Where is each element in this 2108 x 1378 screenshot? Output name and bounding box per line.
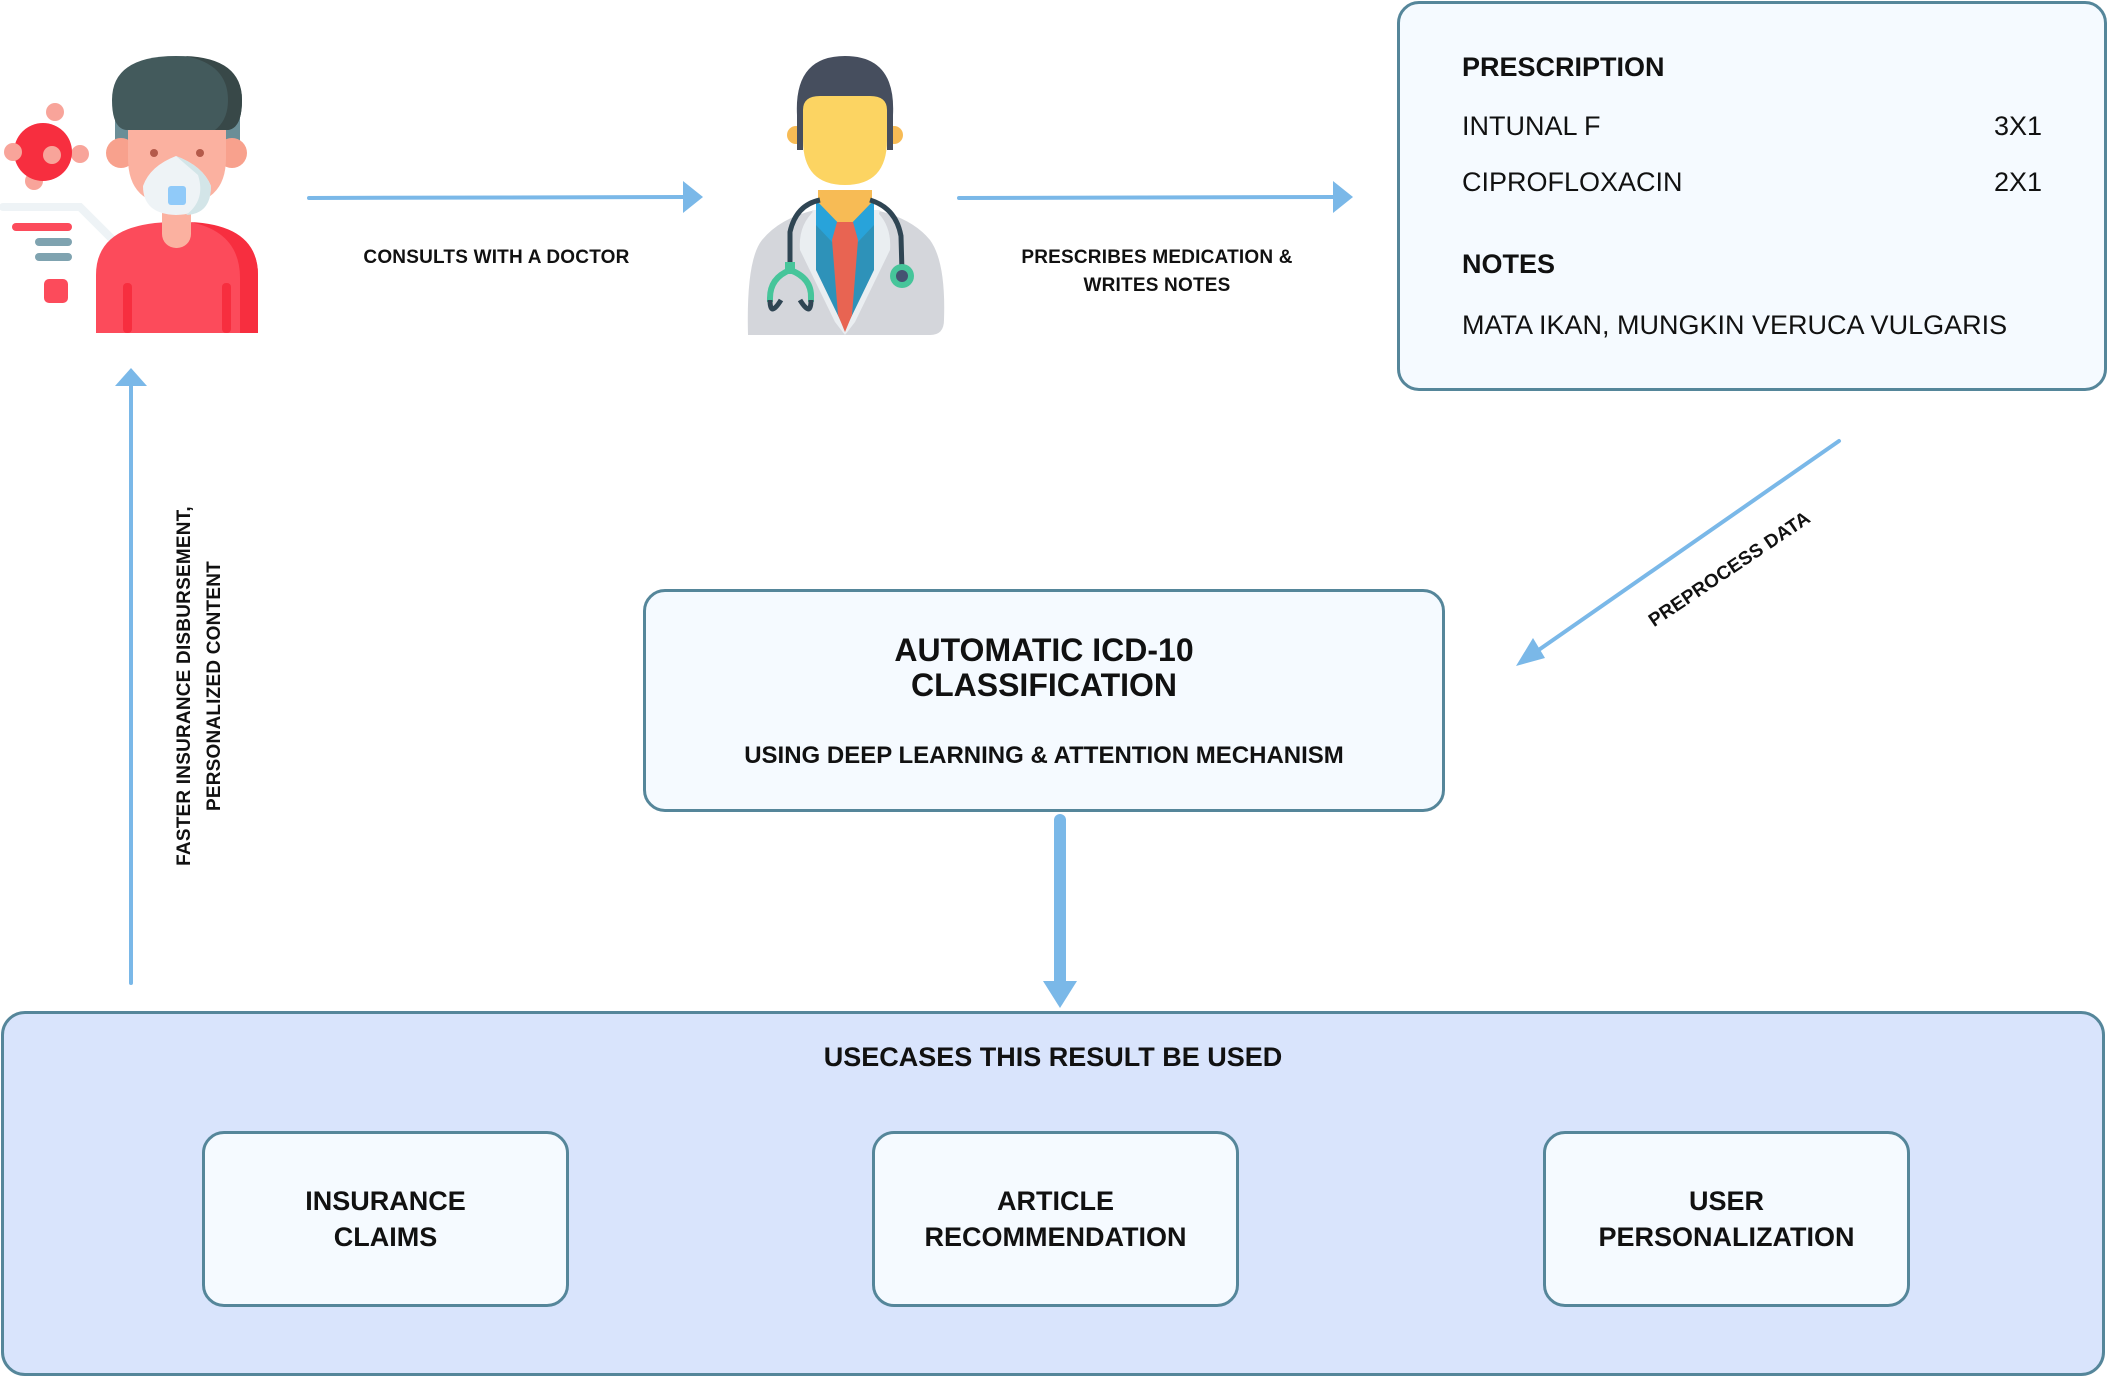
arrow-usecases-to-patient	[115, 368, 147, 985]
drug-dosage: 3X1	[1993, 111, 2042, 141]
notes-title: NOTES	[1462, 249, 1556, 279]
edge-label-feedback: FASTER INSURANCE DISBURSEMENT, PERSONALI…	[170, 396, 230, 976]
prescription-item: CIPROFLOXACIN 2X1	[1462, 167, 2042, 198]
prescription-card: PRESCRIPTION INTUNAL F 3X1 CIPROFLOXACIN…	[1397, 1, 2107, 391]
drug-dosage: 2X1	[1993, 167, 2042, 197]
edge-label-prescribes-line2: WRITES NOTES	[1083, 275, 1231, 296]
icd10-title-line2: CLASSIFICATION	[910, 667, 1178, 703]
edge-label-consults: CONSULTS WITH A DOCTOR	[330, 244, 663, 272]
usecase-label-line1: INSURANCE	[305, 1186, 466, 1216]
arrow-prescription-to-classification	[1516, 439, 1841, 666]
usecase-article-recommendation: ARTICLE RECOMMENDATION	[872, 1131, 1239, 1307]
arrow-classification-to-usecases	[1043, 814, 1077, 1008]
icd10-title-line1: AUTOMATIC ICD-10	[894, 632, 1194, 668]
usecase-label-line1: USER	[1688, 1186, 1764, 1216]
edge-label-prescribes: PRESCRIBES MEDICATION & WRITES NOTES	[957, 244, 1357, 300]
usecase-label-line2: CLAIMS	[333, 1222, 438, 1252]
edge-label-feedback-line1: FASTER INSURANCE DISBURSEMENT,	[174, 506, 195, 866]
virus-icon	[4, 103, 89, 190]
prescription-title: PRESCRIPTION	[1462, 52, 1665, 82]
icd10-subtitle: USING DEEP LEARNING & ATTENTION MECHANIS…	[744, 742, 1344, 769]
usecase-user-personalization: USER PERSONALIZATION	[1543, 1131, 1910, 1307]
icd10-title: AUTOMATIC ICD-10 CLASSIFICATION	[646, 633, 1442, 703]
drug-name: INTUNAL F	[1462, 111, 1601, 141]
usecases-panel: USECASES THIS RESULT BE USED INSURANCE C…	[1, 1011, 2105, 1376]
drug-name: CIPROFLOXACIN	[1462, 167, 1683, 197]
prescription-item: INTUNAL F 3X1	[1462, 111, 2042, 142]
edge-label-prescribes-line1: PRESCRIBES MEDICATION &	[1021, 247, 1293, 268]
usecase-label-line1: ARTICLE	[996, 1186, 1114, 1216]
usecase-insurance-claims: INSURANCE CLAIMS	[202, 1131, 569, 1307]
doctor-icon	[747, 56, 945, 335]
edge-label-consults-text: CONSULTS WITH A DOCTOR	[363, 247, 630, 268]
usecase-label-line2: PERSONALIZATION	[1598, 1222, 1855, 1252]
icd10-classification-card: AUTOMATIC ICD-10 CLASSIFICATION USING DE…	[643, 589, 1445, 812]
edge-label-feedback-line2: PERSONALIZED CONTENT	[204, 561, 225, 811]
patient-with-mask-icon	[0, 56, 258, 333]
usecase-label-line2: RECOMMENDATION	[924, 1222, 1187, 1252]
arrow-patient-to-doctor	[307, 181, 703, 213]
arrow-doctor-to-prescription	[957, 181, 1353, 213]
notes-text: MATA IKAN, MUNGKIN VERUCA VULGARIS	[1462, 310, 2008, 340]
usecases-title: USECASES THIS RESULT BE USED	[823, 1042, 1283, 1072]
